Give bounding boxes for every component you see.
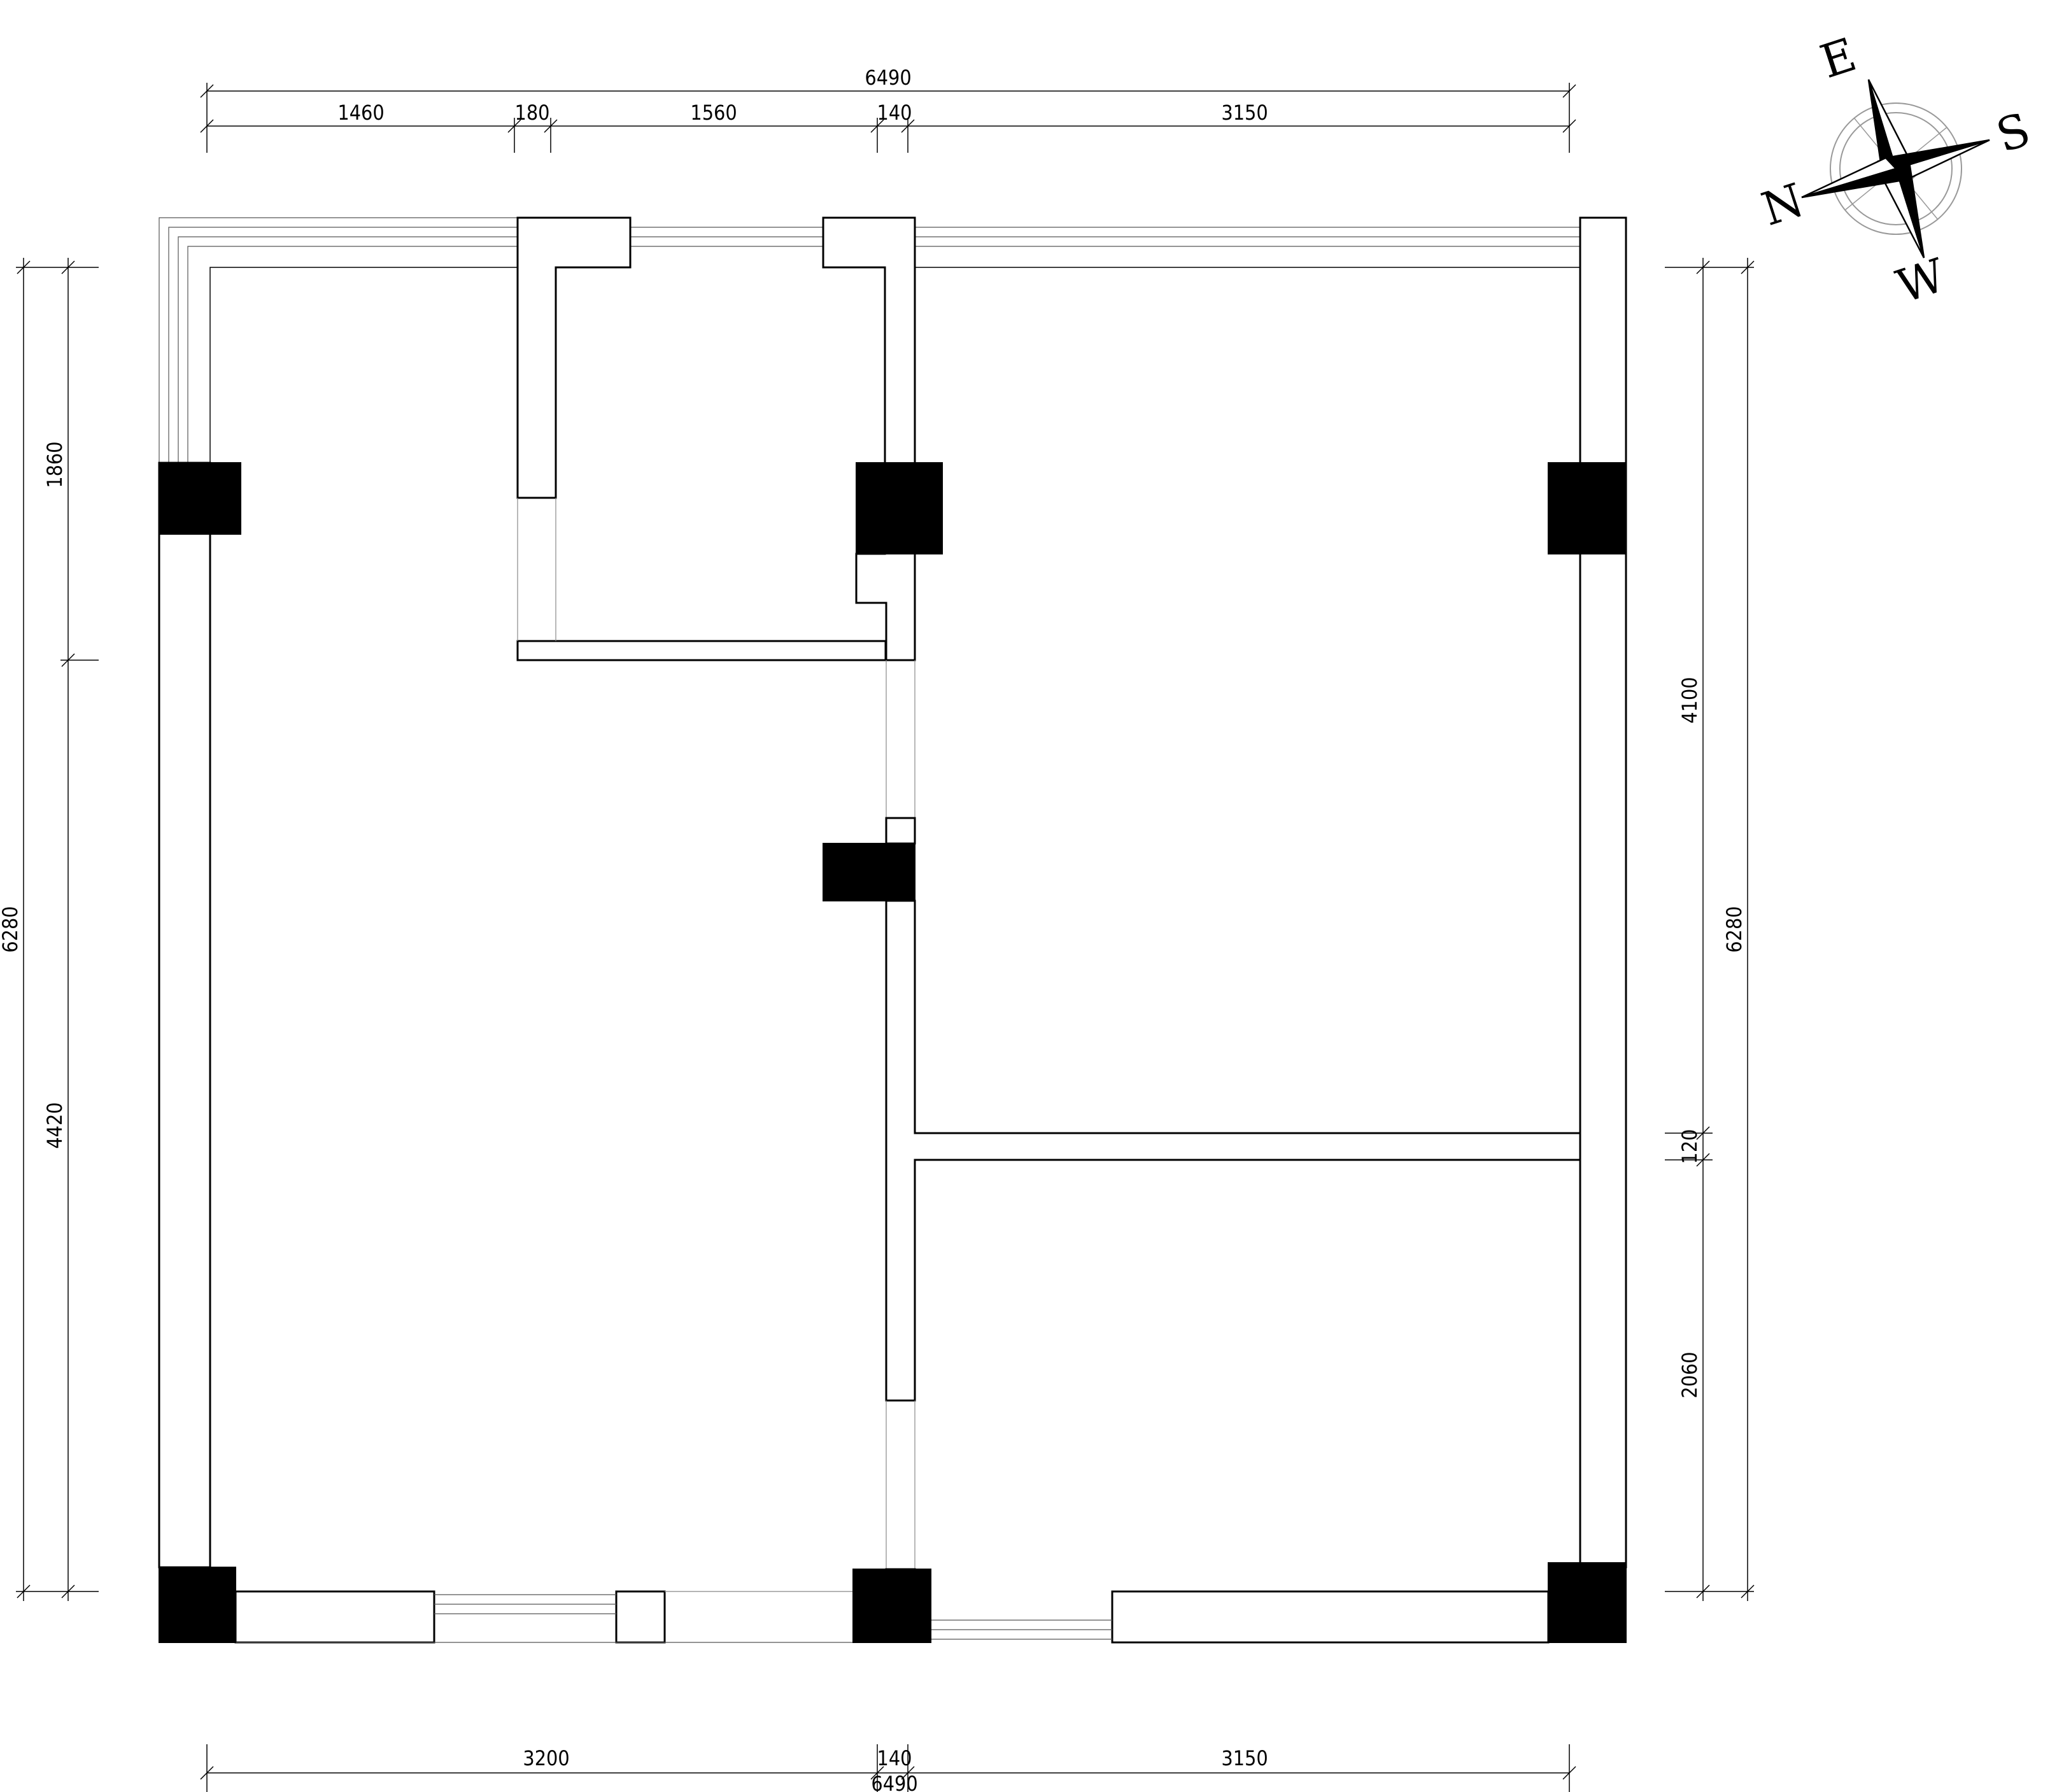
left-dimension-chain: 6280 1860 4420 — [0, 258, 99, 1601]
bottom-seg-label: 3150 — [1221, 1746, 1268, 1770]
compass-inner-ring — [1839, 112, 1953, 225]
partition-top-stub — [885, 817, 916, 845]
compass-rose: E S N W — [1755, 27, 2036, 313]
top-seg-label: 140 — [877, 101, 912, 125]
bottom-dimension-chain: 3200 140 3150 6490 — [200, 1744, 1576, 1792]
bottom-seg-label: 140 — [877, 1746, 912, 1770]
right-seg-label: 2060 — [1678, 1351, 1702, 1398]
top-seg-label: 180 — [515, 101, 550, 125]
partition-t-wall — [885, 900, 1581, 1402]
top-dimension-chain: 6490 1460 180 1560 140 3150 — [200, 66, 1576, 153]
bottom-total-label: 6490 — [871, 1772, 917, 1792]
column — [852, 1569, 931, 1643]
bathroom-walls — [516, 216, 916, 661]
left-total-label: 6280 — [0, 906, 22, 952]
right-seg-label: 120 — [1678, 1129, 1702, 1164]
right-wall — [1579, 216, 1627, 1569]
column — [1548, 1562, 1627, 1643]
left-wall — [158, 462, 211, 1569]
right-seg-label: 4100 — [1678, 677, 1702, 723]
column — [159, 1567, 236, 1643]
structural-columns — [159, 462, 1627, 1643]
column — [856, 462, 943, 554]
column — [823, 843, 915, 901]
bathroom-bottom-wall — [516, 640, 887, 661]
compass-outer-ring — [1830, 102, 1962, 235]
interior-walls — [885, 660, 1581, 1593]
right-total-label: 6280 — [1722, 906, 1746, 952]
top-seg-label: 1460 — [337, 101, 384, 125]
compass-south-label: S — [1990, 102, 2037, 163]
exterior-walls — [158, 216, 1627, 1644]
left-seg-label: 1860 — [43, 441, 67, 488]
top-seg-label: 3150 — [1221, 101, 1268, 125]
bathroom-left-wall — [516, 216, 632, 499]
compass-east-label: E — [1814, 27, 1862, 88]
bottom-wall-right — [1111, 1590, 1550, 1644]
top-total-label: 6490 — [865, 66, 911, 90]
bottom-seg-label: 3200 — [523, 1746, 569, 1770]
right-dimension-chain: 4100 120 2060 6280 — [1665, 258, 1755, 1601]
top-glazing-lines — [159, 217, 1580, 463]
column — [1548, 462, 1627, 554]
bottom-wall-left — [234, 1590, 435, 1644]
bottom-window-lines — [236, 1591, 1112, 1643]
compass-west-label: W — [1890, 248, 1951, 314]
top-seg-label: 1560 — [690, 101, 737, 125]
bottom-wall-stub — [615, 1590, 666, 1644]
compass-star — [1801, 79, 1990, 258]
column — [159, 462, 241, 535]
compass-north-label: N — [1755, 173, 1810, 236]
bathroom-right-wall — [822, 216, 916, 661]
left-seg-label: 4420 — [43, 1102, 67, 1148]
